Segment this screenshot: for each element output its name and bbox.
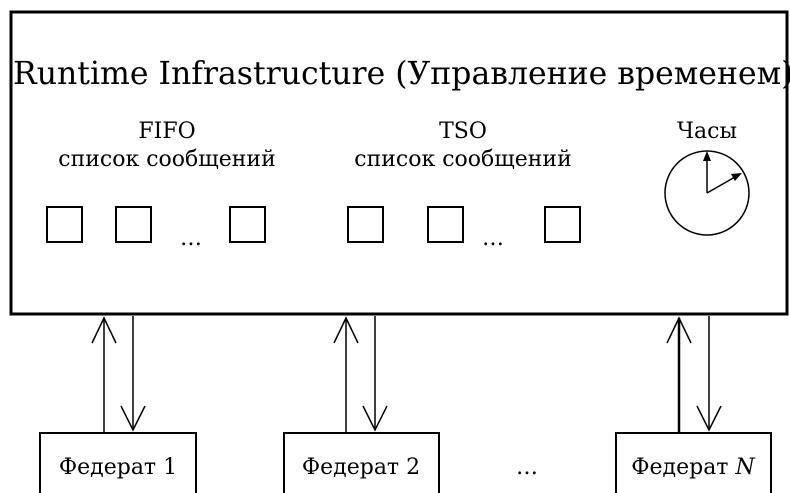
- arrows-federate-1: [91, 316, 146, 433]
- tso-ellipsis: …: [482, 226, 504, 251]
- tso-list-label: список сообщений: [354, 147, 571, 172]
- federate-n-index: N: [734, 455, 755, 480]
- tso-message-box: [347, 206, 384, 243]
- fifo-message-box: [229, 206, 266, 243]
- federate-2-label: Федерат 2: [302, 455, 420, 480]
- rti-box: [9, 10, 789, 316]
- arrows-federate-2: [333, 316, 388, 433]
- clock-label: Часы: [677, 119, 737, 144]
- arrows-federate-n: [666, 316, 722, 433]
- tso-message-queue: …: [347, 206, 581, 251]
- tso-message-box: [544, 206, 581, 243]
- fifo-ellipsis: …: [180, 226, 202, 251]
- federate-1: Федерат 1: [39, 432, 197, 493]
- fifo-message-queue: …: [46, 206, 266, 251]
- tso-label: TSO: [439, 119, 487, 144]
- fifo-message-box: [115, 206, 152, 243]
- fifo-message-box: [46, 206, 83, 243]
- federates-ellipsis: …: [516, 455, 538, 480]
- rti-title: Runtime Infrastructure (Управление време…: [13, 56, 790, 92]
- federate-n-label: Федерат N: [631, 455, 755, 480]
- federate-n-label-prefix: Федерат: [631, 455, 735, 480]
- tso-message-box: [427, 206, 464, 243]
- clock-icon: [664, 150, 750, 236]
- fifo-list-label: список сообщений: [58, 147, 275, 172]
- fifo-label: FIFO: [138, 119, 195, 144]
- federate-n: Федерат N: [615, 432, 772, 493]
- federate-1-label: Федерат 1: [59, 455, 177, 480]
- federate-2: Федерат 2: [283, 432, 440, 493]
